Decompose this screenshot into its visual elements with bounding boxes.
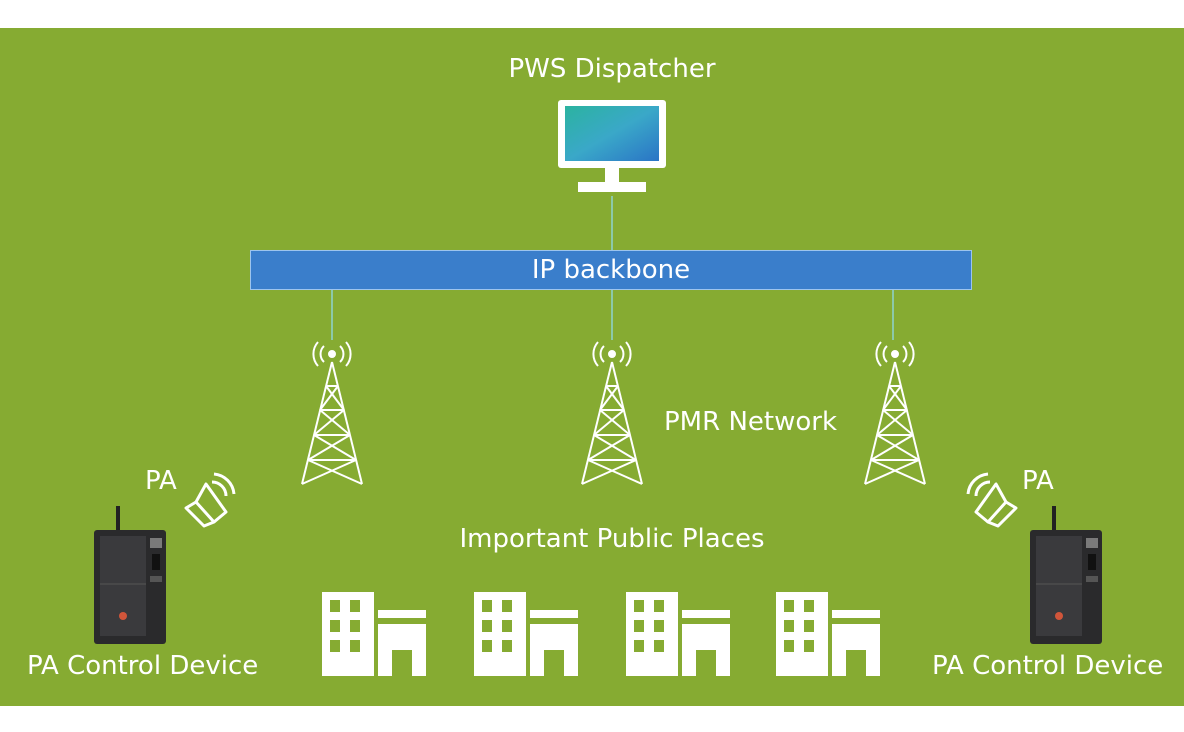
radio-tower-icon: [301, 341, 363, 485]
loudspeaker-icon: [184, 472, 236, 528]
pa-control-device-icon: [94, 506, 166, 644]
network-label: PMR Network: [664, 407, 837, 437]
building-icon: [322, 592, 426, 676]
building-icon: [474, 592, 578, 676]
backbone-label: IP backbone: [531, 255, 691, 285]
building-icon: [776, 592, 880, 676]
radio-tower-icon: [864, 341, 926, 485]
pa-left-label: PA: [145, 466, 177, 496]
pa-right-label: PA: [1022, 466, 1054, 496]
building-icon: [626, 592, 730, 676]
device-left-label: PA Control Device: [27, 651, 259, 681]
dispatcher-label: PWS Dispatcher: [508, 54, 716, 84]
pa-control-device-icon: [1030, 506, 1102, 644]
loudspeaker-icon: [966, 472, 1018, 528]
monitor-icon: [558, 100, 666, 192]
radio-tower-icon: [581, 341, 643, 485]
places-label: Important Public Places: [459, 524, 765, 554]
ip-backbone: IP backbone: [250, 250, 972, 290]
device-right-label: PA Control Device: [932, 651, 1164, 681]
